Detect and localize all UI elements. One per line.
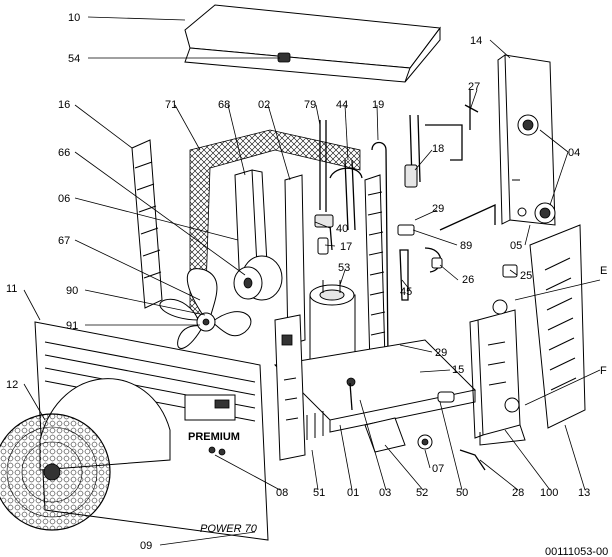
callout-F: F [600, 365, 607, 377]
heat-exchanger [469, 299, 526, 446]
callout-44: 44 [336, 99, 348, 111]
callout-67: 67 [58, 235, 70, 247]
callout-90: 90 [66, 285, 78, 297]
panel-badge-text: PREMIUM [188, 431, 240, 443]
right-side-panel [497, 54, 556, 226]
fan-grille [0, 378, 171, 531]
callout-19: 19 [372, 99, 384, 111]
callout-14: 14 [470, 35, 482, 47]
small-parts [349, 382, 486, 471]
compressor [309, 280, 356, 370]
callout-18: 18 [432, 143, 444, 155]
callout-01: 01 [347, 487, 359, 499]
rear-grille [529, 224, 586, 429]
callout-89: 89 [460, 240, 472, 252]
callout-labels: 10 54 14 27 16 71 68 02 79 44 19 66 18 0… [6, 12, 608, 557]
callout-04: 04 [568, 147, 580, 159]
callout-100: 100 [540, 487, 558, 499]
electrical-parts [364, 417, 433, 453]
evaporator-coil [364, 141, 389, 366]
logo-badge [277, 52, 291, 63]
callout-25: 25 [520, 270, 532, 282]
callout-68: 68 [218, 99, 230, 111]
callout-91: 91 [66, 320, 78, 332]
top-cover [184, 4, 441, 83]
callout-29-top: 29 [432, 203, 444, 215]
callout-11: 11 [6, 283, 17, 295]
callout-52: 52 [416, 487, 428, 499]
callout-03: 03 [379, 487, 391, 499]
callout-26: 26 [462, 274, 474, 286]
callout-17: 17 [340, 241, 352, 253]
callout-29-bottom: 29 [435, 347, 447, 359]
control-board [274, 314, 324, 461]
callout-10: 10 [68, 12, 80, 24]
callout-53: 53 [338, 262, 350, 274]
callout-50: 50 [456, 487, 468, 499]
callout-05: 05 [510, 240, 522, 252]
callout-54: 54 [68, 53, 80, 65]
callout-79: 79 [304, 99, 316, 111]
callout-66: 66 [58, 147, 70, 159]
callout-07: 07 [432, 463, 444, 475]
callout-28: 28 [512, 487, 524, 499]
base-tray [273, 339, 477, 433]
callout-02: 02 [258, 99, 270, 111]
callout-71: 71 [165, 99, 177, 111]
drawing-code: 00111053-00 [545, 546, 608, 557]
callout-13: 13 [578, 487, 590, 499]
callout-E: E [600, 265, 607, 277]
panel-brand-text: POWER 70 [200, 523, 258, 535]
leader-lines [23, 16, 601, 546]
callout-16: 16 [58, 99, 70, 111]
callout-09: 09 [140, 540, 152, 552]
fan-assembly [159, 255, 283, 349]
callout-06: 06 [58, 193, 70, 205]
callout-51: 51 [313, 487, 325, 499]
callout-27: 27 [468, 81, 480, 93]
callout-12: 12 [6, 379, 18, 391]
callout-15: 15 [452, 364, 464, 376]
callout-40: 40 [336, 223, 348, 235]
callout-08: 08 [276, 487, 288, 499]
left-bracket [131, 139, 163, 309]
callout-45: 45 [400, 286, 412, 298]
